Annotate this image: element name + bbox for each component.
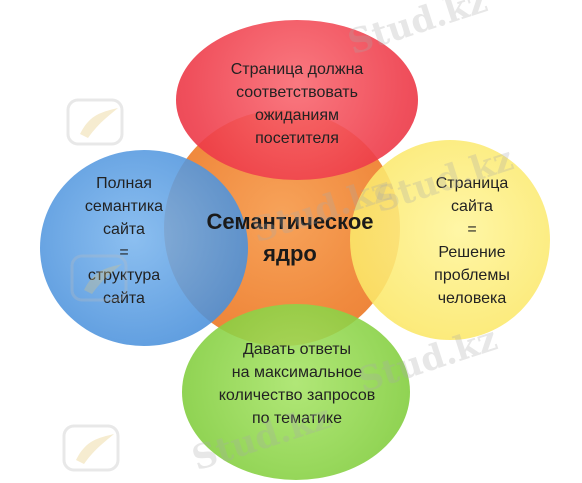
right-circle-label: Страница сайта = Решение проблемы челове… <box>434 175 510 307</box>
left-circle-label: Полная семантика сайта = структура сайта <box>84 175 164 307</box>
left-circle <box>40 150 248 346</box>
top-circle <box>176 20 418 180</box>
bottom-circle-label: Давать ответы на максимальное количество… <box>218 341 376 427</box>
watermark-logo-icon <box>66 98 124 146</box>
bottom-circle <box>182 304 410 480</box>
watermark-logo-icon <box>62 424 120 472</box>
center-circle-label: Семантическое ядро <box>206 209 374 266</box>
top-circle-label: Страница должна соответствовать ожидания… <box>230 61 364 147</box>
right-circle <box>350 140 550 340</box>
